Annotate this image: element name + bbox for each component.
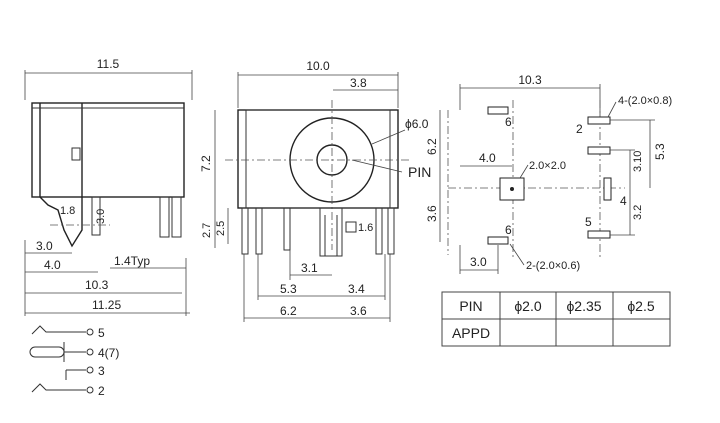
- pcb-pin-4: 4: [620, 194, 627, 208]
- pcb-pin-6-top: 6: [505, 115, 512, 129]
- front-dim-3-6: 3.6: [350, 304, 367, 318]
- front-dim-width: 10.0: [306, 59, 330, 73]
- pcb-dim-3-2: 3.2: [632, 205, 644, 220]
- front-view: 10.0 3.8 ϕ6.0 7.2 2.7 2.5 1.6 PIN: [199, 59, 431, 322]
- pcb-dim-center: 4.0: [479, 151, 496, 165]
- pcb-dim-bottom: 3.0: [470, 255, 487, 269]
- pcb-dim-left-bottom: 3.6: [425, 205, 439, 222]
- pcb-slot-2: [587, 116, 611, 125]
- pcb-dim-5-3: 5.3: [653, 143, 667, 160]
- table-header-2-35: ϕ2.35: [566, 298, 601, 314]
- front-dim-3-4: 3.4: [348, 282, 365, 296]
- pcb-dim-left-top: 6.2: [425, 138, 439, 155]
- legend-item-4-7: 4(7): [98, 346, 119, 360]
- legend-item-5: 5: [98, 326, 105, 340]
- side-front-pin: [39, 196, 83, 248]
- front-dim-hole: ϕ6.0: [405, 117, 429, 131]
- pcb-dim-top: 10.3: [518, 73, 542, 87]
- side-dim-1-4typ: 1.4Typ: [114, 254, 150, 268]
- pcb-view: 10.3 6 2 4 5 6 2.0×2.0 4-(2.0×0.8) 2-(2.…: [425, 73, 672, 274]
- pin-legend: 5 4(7) 3 2: [29, 325, 119, 398]
- side-pin-3: [171, 196, 182, 238]
- side-dim-10-3: 10.3: [85, 278, 109, 292]
- front-dim-5-3: 5.3: [280, 282, 297, 296]
- pcb-slot-6-bottom: [487, 236, 509, 245]
- side-dim-3-0-vert: 3.0: [95, 209, 107, 224]
- pcb-label-slot-bottom: 2-(2.0×0.6): [526, 260, 580, 272]
- side-view: 11.5 1.8 3.0 3.0 4.0 1.4Typ 10.3 11.25: [24, 57, 193, 316]
- appd-table: PIN ϕ2.0 ϕ2.35 ϕ2.5 APPD: [441, 291, 671, 347]
- front-pin-5: [387, 207, 395, 255]
- front-center-pin: [319, 207, 343, 257]
- pcb-pin-5: 5: [585, 215, 592, 229]
- side-dim-1-8: 1.8: [60, 205, 75, 217]
- front-pin-3: [283, 207, 291, 251]
- pcb-slot-3: [587, 146, 611, 155]
- pcb-slot-6-top: [487, 106, 509, 115]
- pcb-pin-2: 2: [576, 122, 583, 136]
- front-dim-3-8: 3.8: [350, 76, 367, 90]
- legend-item-2: 2: [98, 384, 105, 398]
- pcb-dim-3-10: 3.10: [632, 151, 644, 172]
- front-dim-3-1: 3.1: [301, 261, 318, 275]
- pcb-slot-5: [587, 230, 611, 239]
- side-latch: [71, 147, 81, 161]
- front-dim-pin-dia: 1.6: [358, 222, 373, 234]
- front-pin-dia-box: [345, 221, 357, 233]
- table-row-label: APPD: [452, 325, 490, 341]
- side-dim-11-25: 11.25: [92, 298, 121, 312]
- pcb-label-slot-top: 4-(2.0×0.8): [618, 95, 672, 107]
- side-body: [31, 102, 185, 198]
- front-pin-label: PIN: [408, 164, 431, 180]
- table-header-2-0: ϕ2.0: [514, 298, 542, 314]
- pcb-pin-6-bottom: 6: [505, 223, 512, 237]
- side-dim-top: 11.5: [97, 57, 120, 71]
- side-pin-1: [91, 196, 101, 236]
- front-dim-6-2: 6.2: [280, 304, 297, 318]
- pcb-label-square: 2.0×2.0: [529, 160, 566, 172]
- front-dim-2-5: 2.5: [215, 221, 227, 236]
- pcb-square-center: [510, 187, 514, 191]
- side-dim-3-0: 3.0: [36, 239, 53, 253]
- front-dim-2-7: 2.7: [201, 223, 213, 238]
- side-pin-2: [159, 196, 170, 238]
- side-dim-4-0: 4.0: [44, 258, 61, 272]
- front-pin-1: [241, 207, 249, 255]
- front-dim-height: 7.2: [199, 155, 213, 172]
- table-header-pin: PIN: [459, 298, 482, 314]
- front-pin-2: [255, 207, 263, 255]
- table-header-2-5: ϕ2.5: [627, 298, 655, 314]
- legend-item-3: 3: [98, 364, 105, 378]
- front-pin-4: [375, 207, 383, 255]
- pcb-slot-4: [603, 177, 612, 201]
- legend-plug: [29, 346, 65, 358]
